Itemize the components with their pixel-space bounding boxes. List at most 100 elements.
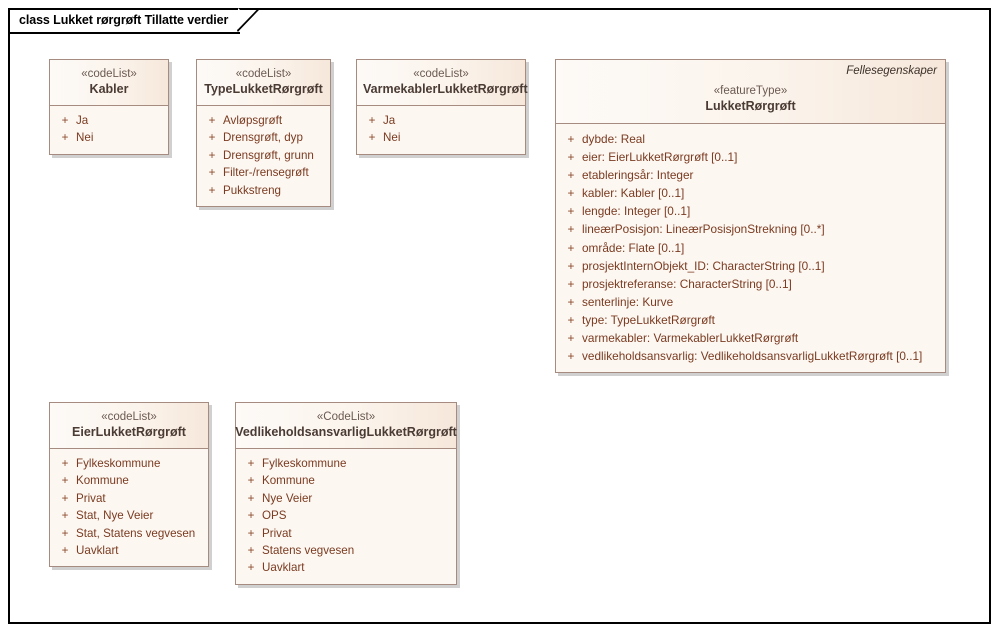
attribute-row[interactable]: + Pukkstreng (201, 182, 326, 199)
attribute-label: type: TypeLukketRørgrøft (582, 312, 715, 327)
class-attributes-eier-lukket-rorgroft: + Fylkeskommune + Kommune + Privat + Sta… (50, 449, 208, 566)
visibility-marker: + (567, 276, 575, 291)
visibility-marker: + (208, 166, 216, 180)
attribute-row[interactable]: + Statens vegvesen (240, 542, 452, 559)
visibility-marker: + (247, 491, 255, 505)
attribute-row[interactable]: + område: Flate [0..1] (560, 239, 941, 257)
attribute-row[interactable]: + Nei (54, 129, 164, 146)
attribute-label: Drensgrøft, dyp (223, 131, 303, 145)
attribute-row[interactable]: + Nye Veier (240, 490, 452, 507)
class-box-kabler[interactable]: «codeList» Kabler + Ja + Nei (49, 59, 169, 155)
attribute-label: Statens vegvesen (262, 544, 355, 558)
visibility-marker: + (567, 331, 575, 346)
attribute-row[interactable]: + Uavklart (54, 542, 204, 559)
attribute-row[interactable]: + Filter-/rensegrøft (201, 164, 326, 181)
stereotype-label: «codeList» (413, 68, 469, 80)
attribute-row[interactable]: + OPS (240, 507, 452, 524)
attribute-row[interactable]: + Drensgrøft, dyp (201, 129, 326, 146)
attribute-row[interactable]: + Kommune (240, 472, 452, 489)
attribute-row[interactable]: + prosjektreferanse: CharacterString [0.… (560, 275, 941, 293)
visibility-marker: + (61, 474, 69, 488)
attribute-row[interactable]: + etableringsår: Integer (560, 166, 941, 184)
class-box-type-lukket-rorgroft[interactable]: «codeList» TypeLukketRørgrøft + Avløpsgr… (196, 59, 331, 208)
visibility-marker: + (567, 222, 575, 237)
attribute-row[interactable]: + Fylkeskommune (54, 455, 204, 472)
attribute-row[interactable]: + Ja (54, 112, 164, 129)
attribute-label: prosjektreferanse: CharacterString [0..1… (582, 276, 792, 291)
attribute-row[interactable]: + Ja (361, 112, 521, 129)
attribute-row[interactable]: + Kommune (54, 472, 204, 489)
visibility-marker: + (61, 131, 69, 145)
class-name-label: VarmekablerLukketRørgrøft (363, 82, 528, 96)
attribute-row[interactable]: + Privat (54, 490, 204, 507)
visibility-marker: + (567, 168, 575, 183)
attribute-label: område: Flate [0..1] (582, 240, 685, 255)
visibility-marker: + (61, 491, 69, 505)
attribute-label: eier: EierLukketRørgrøft [0..1] (582, 150, 738, 165)
attribute-row[interactable]: + dybde: Real (560, 130, 941, 148)
class-attributes-varmekabler-lukket-rorgroft: + Ja + Nei (357, 106, 525, 154)
class-name-label: VedlikeholdsansvarligLukketRørgrøft (235, 425, 457, 439)
stereotype-label: «featureType» (713, 85, 788, 97)
attribute-label: vedlikeholdsansvarlig: Vedlikeholdsansva… (582, 349, 923, 364)
attribute-row[interactable]: + Avløpsgrøft (201, 112, 326, 129)
attribute-row[interactable]: + lineærPosisjon: LineærPosisjonStreknin… (560, 220, 941, 238)
attribute-row[interactable]: + varmekabler: VarmekablerLukketRørgrøft (560, 329, 941, 347)
attribute-row[interactable]: + prosjektInternObjekt_ID: CharacterStri… (560, 257, 941, 275)
attribute-label: Nei (383, 131, 401, 145)
visibility-marker: + (208, 131, 216, 145)
diagram-title: class Lukket rørgrøft Tillatte verdier (19, 13, 229, 27)
attribute-label: Kommune (262, 474, 315, 488)
attribute-label: dybde: Real (582, 132, 645, 146)
attribute-label: Fylkeskommune (76, 457, 161, 470)
attribute-row[interactable]: + vedlikeholdsansvarlig: Vedlikeholdsans… (560, 347, 941, 365)
attribute-row[interactable]: + Stat, Statens vegvesen (54, 525, 204, 542)
class-attributes-kabler: + Ja + Nei (50, 106, 168, 154)
class-box-vedlikeholdsansvarlig-lukket-rorgroft[interactable]: «CodeList» VedlikeholdsansvarligLukketRø… (235, 402, 457, 585)
class-box-lukket-rorgroft[interactable]: Fellesegenskaper «featureType» LukketRør… (555, 59, 946, 374)
class-attributes-lukket-rorgroft: + dybde: Real + eier: EierLukketRørgrøft… (556, 124, 945, 372)
attribute-row[interactable]: + lengde: Integer [0..1] (560, 202, 941, 220)
attribute-row[interactable]: + eier: EierLukketRørgrøft [0..1] (560, 148, 941, 166)
package-label: Fellesegenskaper (846, 65, 937, 77)
class-box-eier-lukket-rorgroft[interactable]: «codeList» EierLukketRørgrøft + Fylkesko… (49, 402, 209, 568)
attribute-row[interactable]: + kabler: Kabler [0..1] (560, 184, 941, 202)
attribute-row[interactable]: + Stat, Nye Veier (54, 507, 204, 524)
attribute-label: Ja (76, 114, 89, 127)
visibility-marker: + (567, 240, 575, 255)
visibility-marker: + (247, 509, 255, 523)
visibility-marker: + (61, 457, 69, 470)
attribute-row[interactable]: + Nei (361, 129, 521, 146)
attribute-label: Privat (76, 491, 106, 505)
visibility-marker: + (247, 526, 255, 540)
attribute-label: Filter-/rensegrøft (223, 166, 309, 180)
stereotype-label: «CodeList» (316, 411, 376, 423)
visibility-marker: + (368, 131, 376, 145)
visibility-marker: + (567, 132, 575, 146)
attribute-row[interactable]: + senterlinje: Kurve (560, 293, 941, 311)
visibility-marker: + (61, 526, 69, 540)
attribute-label: Fylkeskommune (262, 457, 347, 470)
class-box-varmekabler-lukket-rorgroft[interactable]: «codeList» VarmekablerLukketRørgrøft + J… (356, 59, 528, 155)
class-name-label: LukketRørgrøft (705, 99, 796, 113)
class-header-vedlikeholdsansvarlig-lukket-rorgroft: «CodeList» VedlikeholdsansvarligLukketRø… (235, 403, 457, 449)
attribute-row[interactable]: + type: TypeLukketRørgrøft (560, 311, 941, 329)
attribute-row[interactable]: + Uavklart (240, 559, 452, 576)
attribute-label: Pukkstreng (223, 183, 281, 197)
class-name-label: TypeLukketRørgrøft (204, 82, 323, 96)
class-name-label: EierLukketRørgrøft (72, 425, 186, 439)
visibility-marker: + (247, 457, 255, 470)
attribute-label: Nye Veier (262, 491, 313, 505)
attribute-label: lengde: Integer [0..1] (582, 204, 691, 219)
visibility-marker: + (247, 561, 255, 575)
attribute-row[interactable]: + Fylkeskommune (240, 455, 452, 472)
attribute-row[interactable]: + Privat (240, 525, 452, 542)
attribute-label: Nei (76, 131, 94, 145)
stereotype-label: «codeList» (81, 68, 137, 80)
attribute-label: senterlinje: Kurve (582, 294, 674, 309)
visibility-marker: + (368, 114, 376, 127)
attribute-row[interactable]: + Drensgrøft, grunn (201, 147, 326, 164)
attribute-label: Ja (383, 114, 396, 127)
visibility-marker: + (567, 312, 575, 327)
stereotype-label: «codeList» (235, 68, 292, 80)
